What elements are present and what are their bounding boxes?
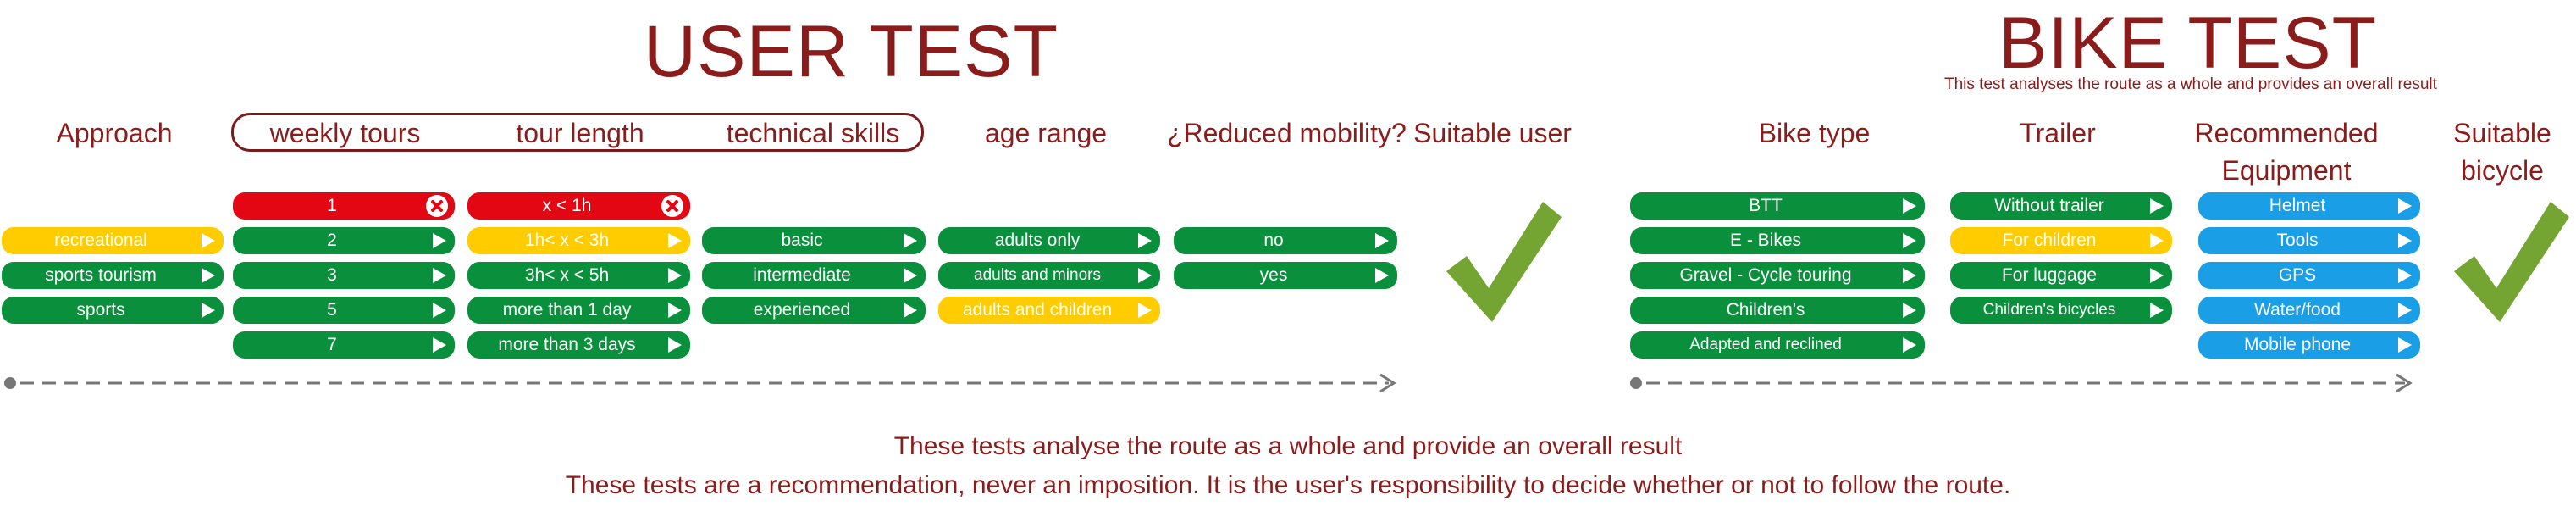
age-range-option-adults-and-children[interactable]: adults and children — [938, 297, 1160, 324]
frequency-group-box — [231, 113, 924, 152]
arrow-right-icon — [1903, 198, 1916, 214]
suitable-bicycle-check-icon — [2454, 202, 2569, 322]
arrow-right-icon — [2398, 198, 2412, 214]
age-range-header: age range — [984, 118, 1108, 148]
equipment-option-mobile-phone[interactable]: Mobile phone — [2198, 331, 2420, 359]
trailer-option-for-children[interactable]: For children — [1950, 227, 2172, 254]
arrow-right-icon — [1903, 303, 1916, 318]
arrow-right-icon — [1903, 233, 1916, 248]
arrow-right-icon — [202, 233, 215, 248]
equipment-option-helmet[interactable]: Helmet — [2198, 192, 2420, 220]
technical-skills-option-intermediate[interactable]: intermediate — [702, 262, 926, 289]
reduced-mobility-option-no[interactable]: no — [1174, 227, 1397, 254]
suitable-bicycle-header: Suitable bicycle — [2453, 118, 2551, 186]
tour-length-option-3h-5h[interactable]: 3h< x < 5h — [467, 262, 690, 289]
bike-type-header: Bike type — [1758, 118, 1871, 148]
x-icon — [661, 195, 683, 217]
arrow-right-icon — [904, 303, 917, 318]
arrow-right-icon — [668, 268, 682, 283]
technical-skills-header: technical skills — [726, 118, 900, 148]
bike-type-option-btt[interactable]: BTT — [1630, 192, 1925, 220]
user-test-title: USER TEST — [644, 11, 1059, 92]
trailer-option-without[interactable]: Without trailer — [1950, 192, 2172, 220]
weekly-tours-option-1[interactable]: 1 — [233, 192, 455, 220]
arrow-right-icon — [1903, 337, 1916, 353]
arrow-right-icon — [2398, 233, 2412, 248]
technical-skills-option-basic[interactable]: basic — [702, 227, 926, 254]
age-range-option-adults-only[interactable]: adults only — [938, 227, 1160, 254]
approach-option-sports-tourism[interactable]: sports tourism — [2, 262, 224, 289]
arrow-right-icon — [904, 268, 917, 283]
suitable-user-header: Suitable user — [1413, 118, 1572, 148]
arrow-right-icon — [1138, 233, 1152, 248]
arrow-right-icon — [1138, 303, 1152, 318]
weekly-tours-option-7[interactable]: 7 — [233, 331, 455, 359]
arrow-right-icon — [2150, 233, 2164, 248]
tour-length-header: tour length — [516, 118, 644, 148]
age-range-option-adults-and-minors[interactable]: adults and minors — [938, 262, 1160, 289]
bike-type-option-childrens[interactable]: Children's — [1630, 297, 1925, 324]
weekly-tours-option-2[interactable]: 2 — [233, 227, 455, 254]
arrow-right-icon — [433, 233, 446, 248]
tour-length-option-1h-3h[interactable]: 1h< x < 3h — [467, 227, 690, 254]
weekly-tours-header: weekly tours — [269, 118, 421, 148]
trailer-header: Trailer — [2020, 118, 2096, 148]
arrow-right-icon — [2398, 337, 2412, 353]
arrow-right-icon — [904, 233, 917, 248]
approach-header: Approach — [56, 118, 173, 148]
reduced-mobility-option-yes[interactable]: yes — [1174, 262, 1397, 289]
technical-skills-option-experienced[interactable]: experienced — [702, 297, 926, 324]
trailer-option-for-luggage[interactable]: For luggage — [1950, 262, 2172, 289]
arrow-right-icon — [668, 233, 682, 248]
arrow-right-icon — [1375, 268, 1389, 283]
reduced-mobility-header: ¿Reduced mobility? — [1167, 118, 1407, 148]
bike-test-subtitle: This test analyses the route as a whole … — [1944, 75, 2437, 93]
bike-type-option-gravel[interactable]: Gravel - Cycle touring — [1630, 262, 1925, 289]
arrow-right-icon — [433, 303, 446, 318]
trailer-option-childrens-bicycles[interactable]: Children's bicycles — [1950, 297, 2172, 324]
arrow-right-icon — [202, 268, 215, 283]
equipment-header: Recommended Equipment — [2194, 118, 2379, 186]
equipment-option-water-food[interactable]: Water/food — [2198, 297, 2420, 324]
arrow-right-icon — [433, 268, 446, 283]
arrow-right-icon — [668, 337, 682, 353]
tour-length-option-under-1h[interactable]: x < 1h — [467, 192, 690, 220]
arrow-right-icon — [1375, 233, 1389, 248]
arrow-right-icon — [202, 303, 215, 318]
equipment-option-tools[interactable]: Tools — [2198, 227, 2420, 254]
arrow-right-icon — [1138, 268, 1152, 283]
footer-line-2: These tests are a recommendation, never … — [565, 471, 2011, 499]
tour-length-option-more-than-3-days[interactable]: more than 3 days — [467, 331, 690, 359]
approach-option-sports[interactable]: sports — [2, 297, 224, 324]
bike-type-option-adapted-reclined[interactable]: Adapted and reclined — [1630, 331, 1925, 359]
arrow-right-icon — [2398, 303, 2412, 318]
arrow-right-icon — [433, 337, 446, 353]
arrow-right-icon — [668, 303, 682, 318]
approach-option-recreational[interactable]: recreational — [2, 227, 224, 254]
arrow-right-icon — [2398, 268, 2412, 283]
tour-length-option-more-than-1-day[interactable]: more than 1 day — [467, 297, 690, 324]
weekly-tours-option-5[interactable]: 5 — [233, 297, 455, 324]
suitable-user-check-icon — [1446, 202, 1562, 322]
user-test-flow-arrow — [4, 373, 1396, 393]
arrow-right-icon — [2150, 268, 2164, 283]
bike-type-option-e-bikes[interactable]: E - Bikes — [1630, 227, 1925, 254]
bike-test-title: BIKE TEST — [1998, 3, 2378, 84]
weekly-tours-option-3[interactable]: 3 — [233, 262, 455, 289]
equipment-option-gps[interactable]: GPS — [2198, 262, 2420, 289]
arrow-right-icon — [1903, 268, 1916, 283]
x-icon — [426, 195, 448, 217]
arrow-right-icon — [2150, 198, 2164, 214]
footer-line-1: These tests analyse the route as a whole… — [893, 432, 1683, 460]
bike-test-flow-arrow — [1630, 373, 2413, 393]
arrow-right-icon — [2150, 303, 2164, 318]
